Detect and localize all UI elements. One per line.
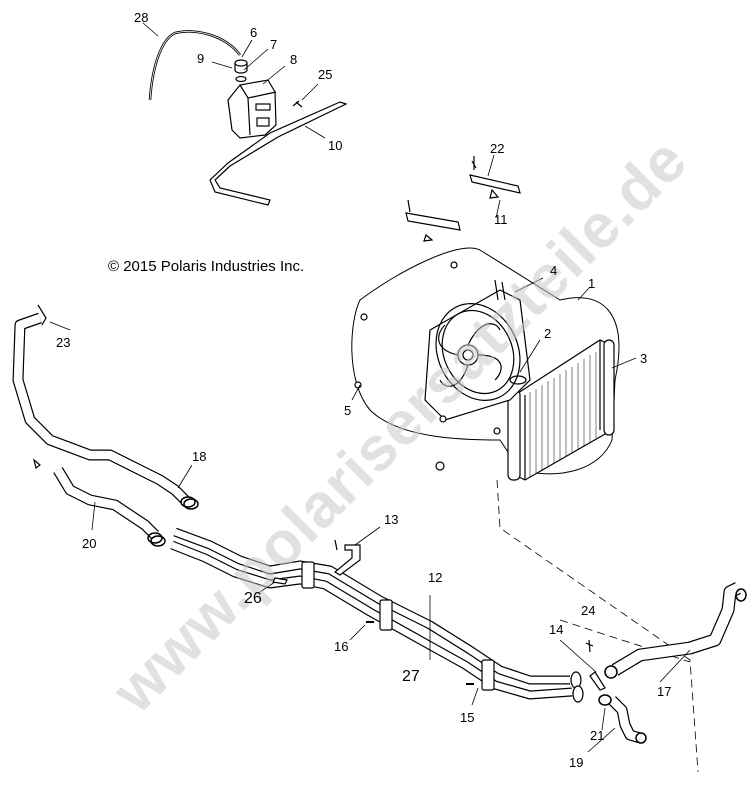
callout-4: 4 — [550, 263, 558, 278]
callout-21: 21 — [590, 728, 605, 743]
callout-27: 27 — [402, 668, 420, 685]
callout-26: 26 — [244, 590, 262, 607]
callout-23: 23 — [56, 335, 71, 350]
reference-lines — [496, 479, 699, 773]
coolant-reservoir — [227, 79, 277, 139]
callout-22: 22 — [490, 141, 505, 156]
callout-9: 9 — [197, 51, 205, 66]
callout-20: 20 — [82, 536, 97, 551]
tube-bracket — [333, 544, 361, 576]
callout-19: 19 — [569, 755, 584, 770]
callout-16: 16 — [334, 639, 349, 654]
callout-24: 24 — [581, 603, 596, 618]
screw-25 — [292, 100, 303, 108]
callout-1: 1 — [588, 276, 596, 291]
callout-15: 15 — [460, 710, 475, 725]
callout-2: 2 — [544, 326, 552, 341]
callout-7: 7 — [270, 37, 278, 52]
callout-11: 11 — [494, 212, 508, 227]
callout-8: 8 — [290, 52, 298, 67]
hose-23 — [12, 312, 189, 504]
radiator-core — [507, 339, 615, 481]
reservoir-strap — [209, 101, 348, 206]
leader-lines — [49, 22, 691, 753]
coolant-tubes — [170, 527, 584, 703]
callout-17: 17 — [657, 684, 672, 699]
callout-13: 13 — [384, 512, 399, 527]
callout-10: 10 — [328, 138, 343, 153]
clip-26 — [272, 577, 288, 585]
callout-5: 5 — [344, 403, 352, 418]
callout-18: 18 — [192, 449, 207, 464]
callout-12: 12 — [428, 570, 443, 585]
callout-6: 6 — [250, 25, 258, 40]
callout-28: 28 — [134, 10, 149, 25]
callout-14: 14 — [549, 622, 564, 637]
reservoir-cap — [234, 59, 248, 83]
fan-assembly — [424, 279, 531, 421]
radiator-bolts — [354, 261, 501, 471]
overflow-tube — [148, 30, 241, 101]
lower-bracket — [405, 199, 461, 242]
callout-25: 25 — [318, 67, 333, 82]
callout-3: 3 — [640, 351, 648, 366]
fitting-14 — [589, 671, 606, 691]
copyright-notice: © 2015 Polaris Industries Inc. — [108, 258, 305, 275]
upper-bracket — [469, 156, 521, 199]
